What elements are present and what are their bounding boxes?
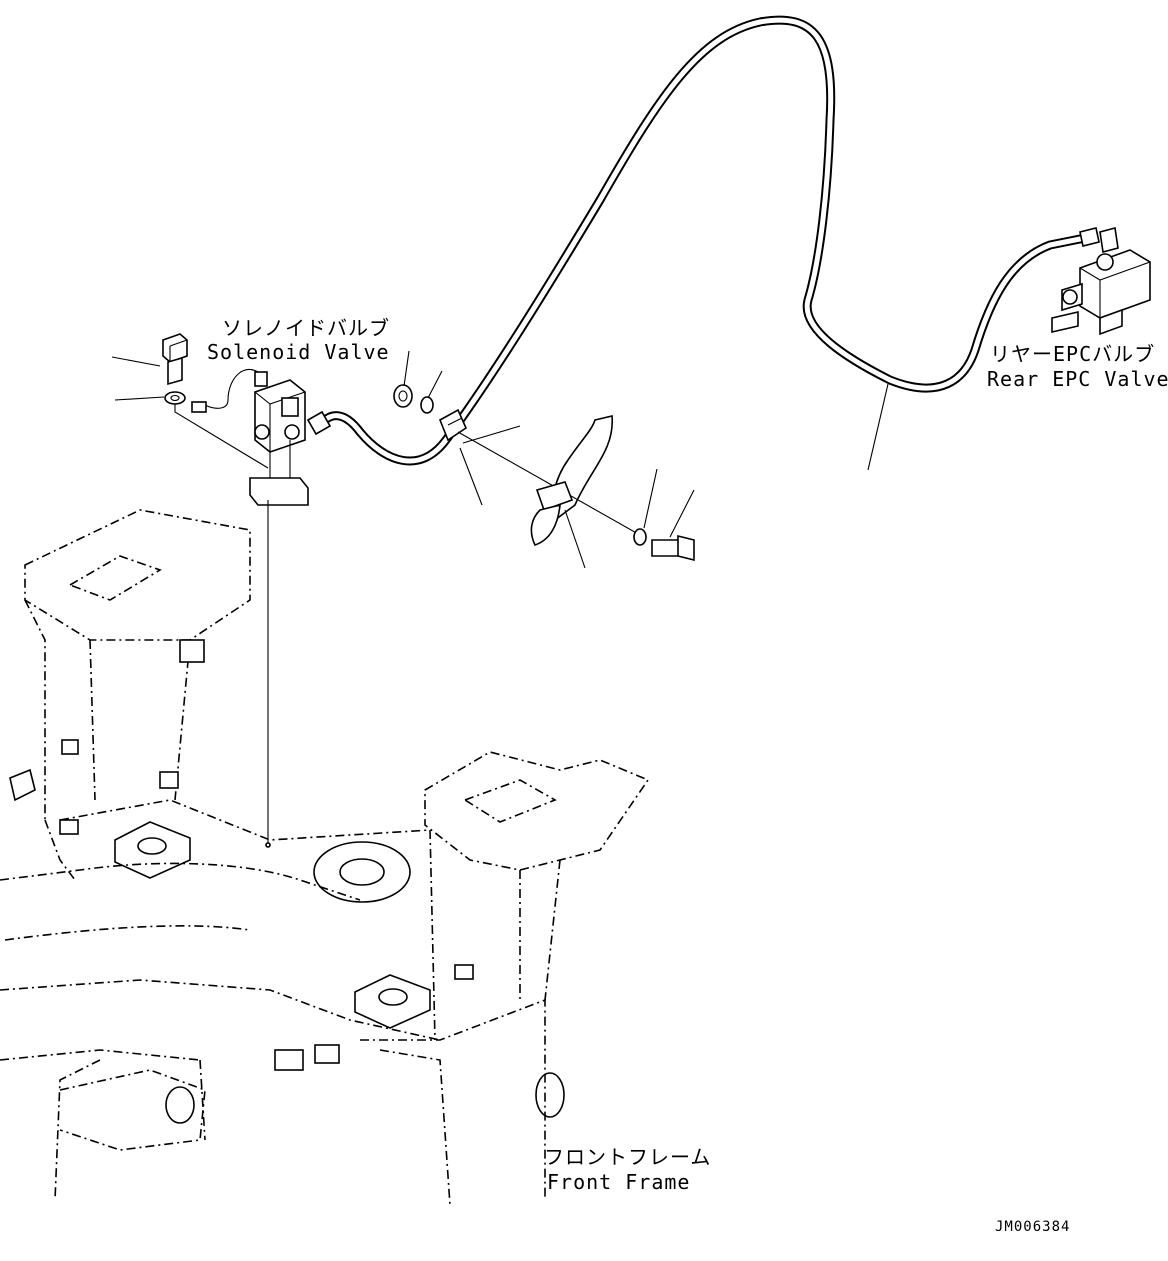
bolt-icon xyxy=(162,333,188,386)
clamp-icon xyxy=(438,408,468,442)
front-frame-label-jp: フロントフレーム xyxy=(544,1145,711,1169)
rear-epc-valve-label-jp: リヤーEPCバルブ xyxy=(990,342,1155,366)
front-frame-label-en: Front Frame xyxy=(547,1170,690,1194)
hose-icon xyxy=(306,15,1100,466)
clamp-icon xyxy=(530,415,613,546)
drawing-code: JM006384 xyxy=(995,1219,1070,1235)
solenoid-valve-label-jp: ソレノイドバルブ xyxy=(222,316,390,340)
front-frame-icon xyxy=(0,509,650,1206)
washer-icon xyxy=(393,384,434,414)
washer-icon xyxy=(633,528,647,546)
bolt-icon xyxy=(651,534,695,562)
solenoid-valve-icon xyxy=(191,369,309,506)
solenoid-valve-label-en: Solenoid Valve xyxy=(207,340,390,364)
epc-valve-icon xyxy=(1051,226,1151,336)
rear-epc-valve-label-en: Rear EPC Valve xyxy=(987,367,1168,391)
washer-icon xyxy=(164,391,186,405)
